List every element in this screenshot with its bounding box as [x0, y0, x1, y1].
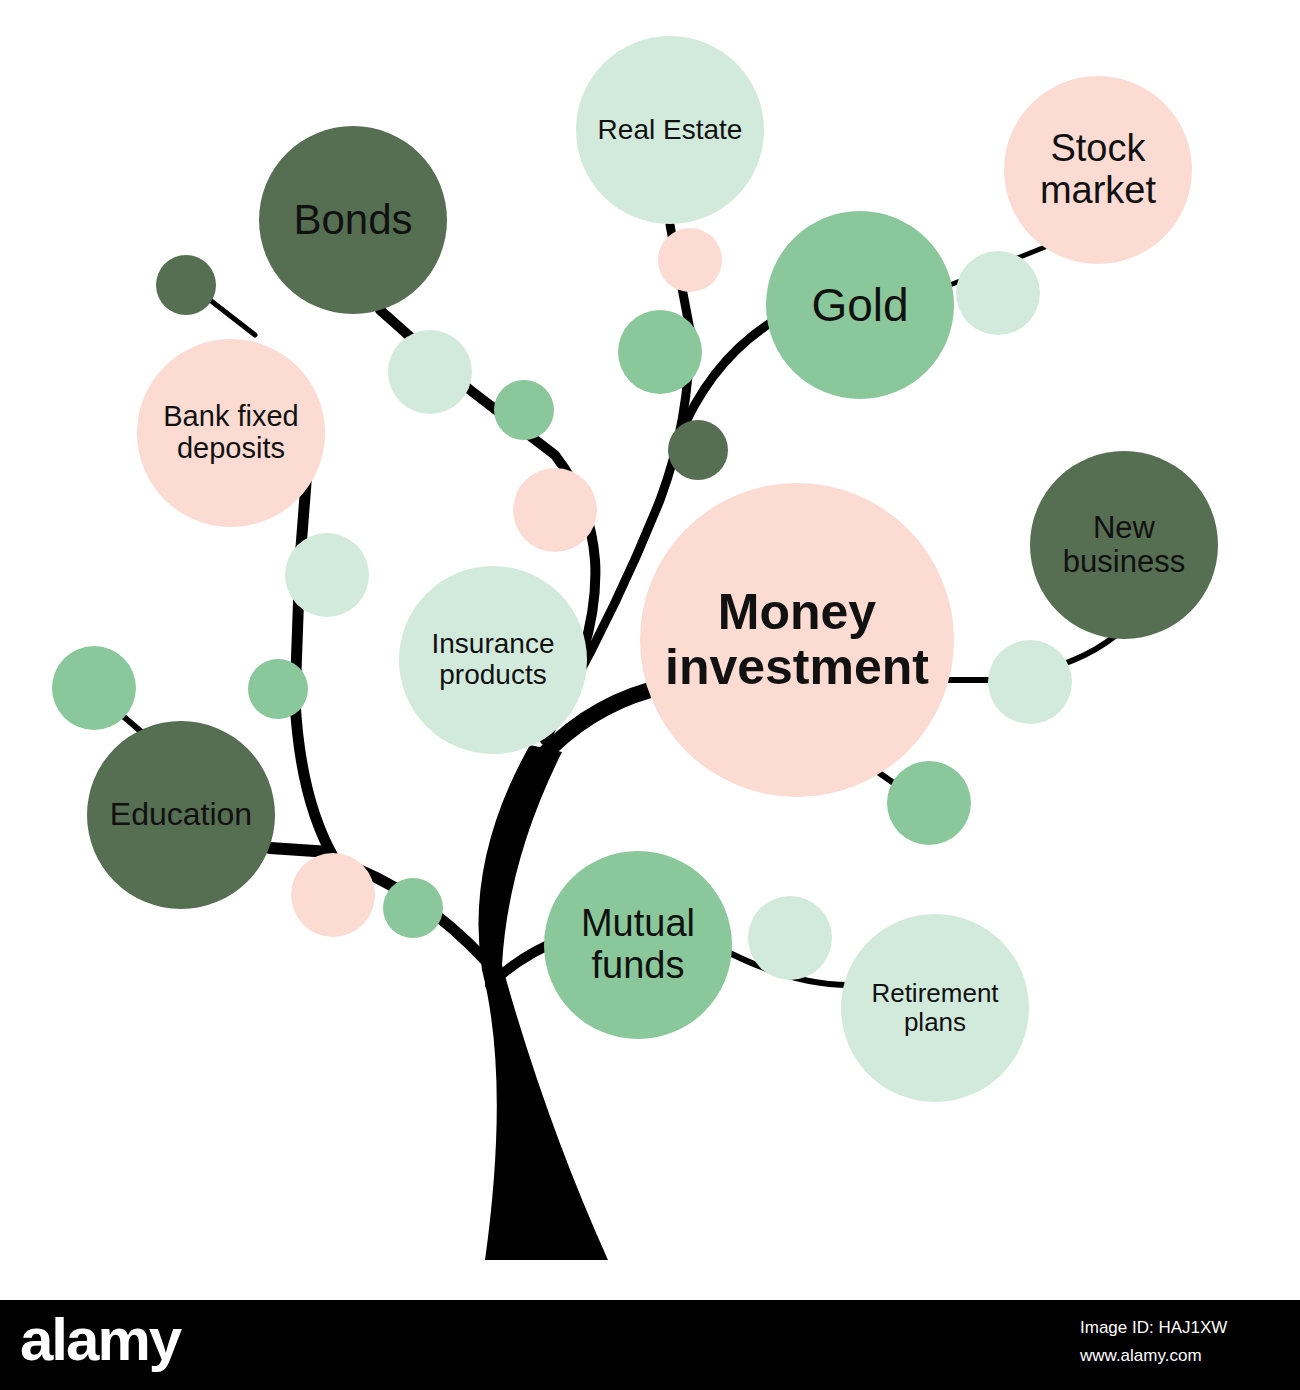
investment-circle: Bank fixed deposits — [137, 339, 325, 527]
investment-circle: Mutual funds — [544, 851, 732, 1039]
decor-circle — [748, 896, 832, 980]
circle-fill — [841, 914, 1029, 1102]
investment-circle: Retirement plans — [841, 914, 1029, 1102]
circle-fill — [576, 36, 764, 224]
circle-fill — [399, 566, 587, 754]
circle-fill — [1030, 451, 1218, 639]
node-label: Stock market — [1018, 128, 1178, 212]
node-label: Retirement plans — [855, 979, 1015, 1036]
investment-circle: Insurance products — [399, 566, 587, 754]
decor-circle — [618, 310, 702, 394]
node-label: Real Estate — [590, 115, 750, 146]
circle-fill — [87, 721, 275, 909]
node-label: Bank fixed deposits — [151, 401, 311, 465]
investment-circle: Bonds — [259, 126, 447, 314]
decor-circle — [156, 255, 216, 315]
decor-circle — [513, 468, 597, 552]
circle-fill — [137, 339, 325, 527]
decor-circle — [658, 228, 722, 292]
circle-fill — [766, 211, 954, 399]
circle-fill — [544, 851, 732, 1039]
decor-circle — [956, 251, 1040, 335]
decor-circle — [887, 761, 971, 845]
decor-circle — [988, 640, 1072, 724]
investment-circle: New business — [1030, 451, 1218, 639]
decor-circle — [52, 646, 136, 730]
node-label: Money investment — [664, 585, 931, 695]
investment-circle: Money investment — [640, 483, 954, 797]
decor-circle — [494, 380, 554, 440]
node-label: Mutual funds — [558, 903, 718, 987]
decor-circle — [291, 853, 375, 937]
watermark-logo: alamy — [20, 1305, 180, 1374]
investment-circle: Gold — [766, 211, 954, 399]
decor-circle — [668, 420, 728, 480]
investment-circle: Stock market — [1004, 76, 1192, 264]
watermark-text: Image ID: HAJ1XW — [1080, 1318, 1227, 1338]
investment-circle: Education — [87, 721, 275, 909]
circle-fill — [1004, 76, 1192, 264]
node-label: Bonds — [273, 197, 433, 243]
decor-circle — [248, 659, 308, 719]
investment-circle: Real Estate — [576, 36, 764, 224]
node-label: Education — [101, 797, 261, 832]
node-label: New business — [1044, 511, 1204, 579]
circle-fill — [640, 483, 954, 797]
decor-circle — [285, 533, 369, 617]
decor-circle — [383, 878, 443, 938]
node-label: Gold — [780, 280, 940, 331]
decor-circle — [388, 330, 472, 414]
circle-fill — [259, 126, 447, 314]
node-label: Insurance products — [413, 629, 573, 691]
watermark-text: www.alamy.com — [1080, 1346, 1202, 1366]
